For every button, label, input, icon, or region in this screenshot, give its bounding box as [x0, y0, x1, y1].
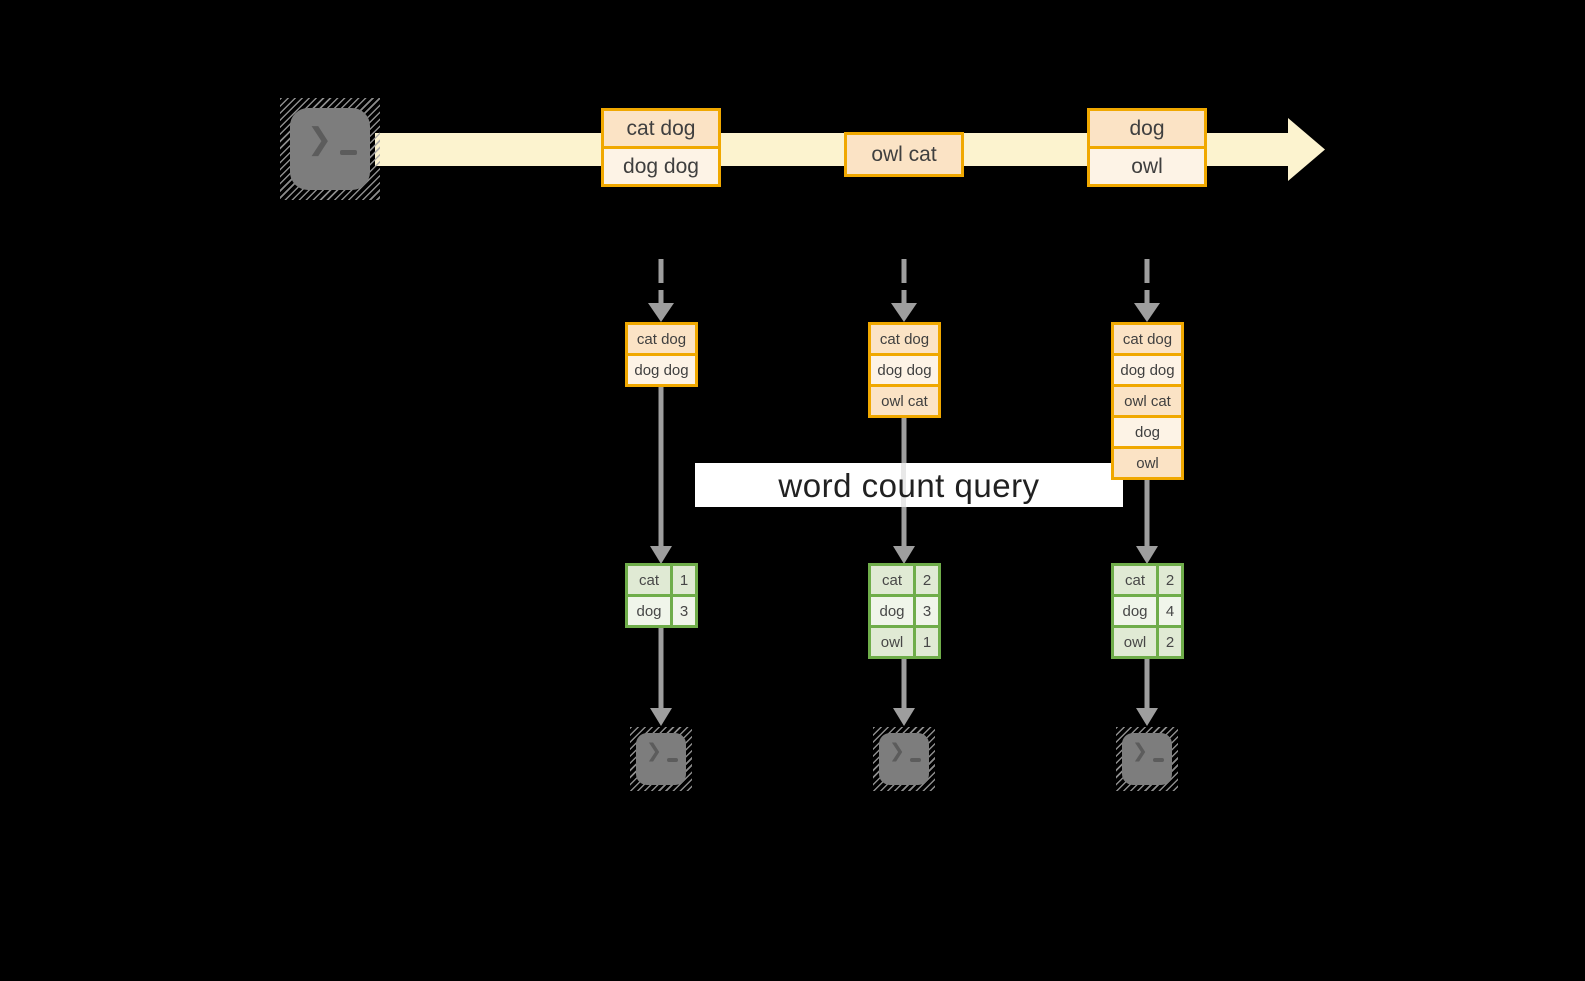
- count-cell: 2: [913, 563, 941, 597]
- query-arrowhead-3: [1136, 546, 1158, 564]
- state-cell: dog dog: [868, 353, 941, 387]
- terminal-prompt-icon: ❯: [307, 123, 333, 156]
- stream-record-box-1: cat dog dog dog: [601, 108, 721, 187]
- ingest-arrowhead-1: [648, 303, 674, 322]
- terminal-prompt-icon: ❯: [646, 741, 662, 762]
- table-row: cat 2: [868, 563, 941, 597]
- query-arrowhead-2: [893, 546, 915, 564]
- sink-arrowhead-1: [650, 708, 672, 726]
- word-cell: owl: [1111, 625, 1159, 659]
- state-cell: cat dog: [1111, 322, 1184, 356]
- record-cell: cat dog: [601, 108, 721, 149]
- count-cell: 4: [1156, 594, 1184, 628]
- table-row: owl 1: [868, 625, 941, 659]
- query-arrowhead-1: [650, 546, 672, 564]
- terminal-prompt-icon: ❯: [889, 741, 905, 762]
- word-cell: cat: [868, 563, 916, 597]
- word-cell: dog: [1111, 594, 1159, 628]
- stream-arrowhead-icon: [1288, 118, 1325, 181]
- sink-arrowhead-2: [893, 708, 915, 726]
- terminal-icon: ❯: [1122, 733, 1172, 785]
- count-cell: 1: [670, 563, 698, 597]
- table-row: dog 4: [1111, 594, 1184, 628]
- state-cell: owl cat: [868, 384, 941, 418]
- word-cell: dog: [868, 594, 916, 628]
- state-box-1: cat dog dog dog: [625, 322, 698, 387]
- terminal-prompt-icon: ❯: [1132, 741, 1148, 762]
- state-box-2: cat dog dog dog owl cat: [868, 322, 941, 418]
- state-cell: owl: [1111, 446, 1184, 480]
- terminal-cursor-icon: [910, 758, 921, 762]
- count-table-3: cat 2 dog 4 owl 2: [1111, 563, 1184, 659]
- state-cell: cat dog: [868, 322, 941, 356]
- record-cell: owl: [1087, 146, 1207, 187]
- count-table-1: cat 1 dog 3: [625, 563, 698, 628]
- state-cell: cat dog: [625, 322, 698, 356]
- table-row: dog 3: [625, 594, 698, 628]
- state-cell: dog: [1111, 415, 1184, 449]
- state-cell: owl cat: [1111, 384, 1184, 418]
- table-row: owl 2: [1111, 625, 1184, 659]
- word-cell: cat: [625, 563, 673, 597]
- record-cell: dog dog: [601, 146, 721, 187]
- arrow-through-band: [901, 463, 906, 507]
- terminal-cursor-icon: [340, 150, 357, 155]
- word-cell: cat: [1111, 563, 1159, 597]
- count-cell: 3: [913, 594, 941, 628]
- terminal-cursor-icon: [1153, 758, 1164, 762]
- terminal-icon: ❯: [636, 733, 686, 785]
- sink-terminal-1: ❯: [630, 727, 692, 791]
- count-table-2: cat 2 dog 3 owl 1: [868, 563, 941, 659]
- word-cell: dog: [625, 594, 673, 628]
- sink-arrowhead-3: [1136, 708, 1158, 726]
- state-cell: dog dog: [625, 353, 698, 387]
- table-row: cat 2: [1111, 563, 1184, 597]
- query-label: word count query: [778, 467, 1040, 504]
- table-row: cat 1: [625, 563, 698, 597]
- count-cell: 2: [1156, 563, 1184, 597]
- state-box-3: cat dog dog dog owl cat dog owl: [1111, 322, 1184, 480]
- word-cell: owl: [868, 625, 916, 659]
- count-cell: 2: [1156, 625, 1184, 659]
- sink-terminal-3: ❯: [1116, 727, 1178, 791]
- terminal-cursor-icon: [667, 758, 678, 762]
- terminal-icon: ❯: [879, 733, 929, 785]
- sink-terminal-2: ❯: [873, 727, 935, 791]
- source-terminal: ❯: [280, 98, 380, 200]
- record-cell: owl cat: [844, 132, 964, 177]
- state-cell: dog dog: [1111, 353, 1184, 387]
- ingest-arrowhead-3: [1134, 303, 1160, 322]
- query-label-band: word count query: [695, 463, 1123, 507]
- table-row: dog 3: [868, 594, 941, 628]
- record-cell: dog: [1087, 108, 1207, 149]
- terminal-icon: ❯: [290, 108, 370, 190]
- stream-record-box-3: dog owl: [1087, 108, 1207, 187]
- ingest-arrowhead-2: [891, 303, 917, 322]
- count-cell: 1: [913, 625, 941, 659]
- stream-record-box-2: owl cat: [844, 132, 964, 177]
- count-cell: 3: [670, 594, 698, 628]
